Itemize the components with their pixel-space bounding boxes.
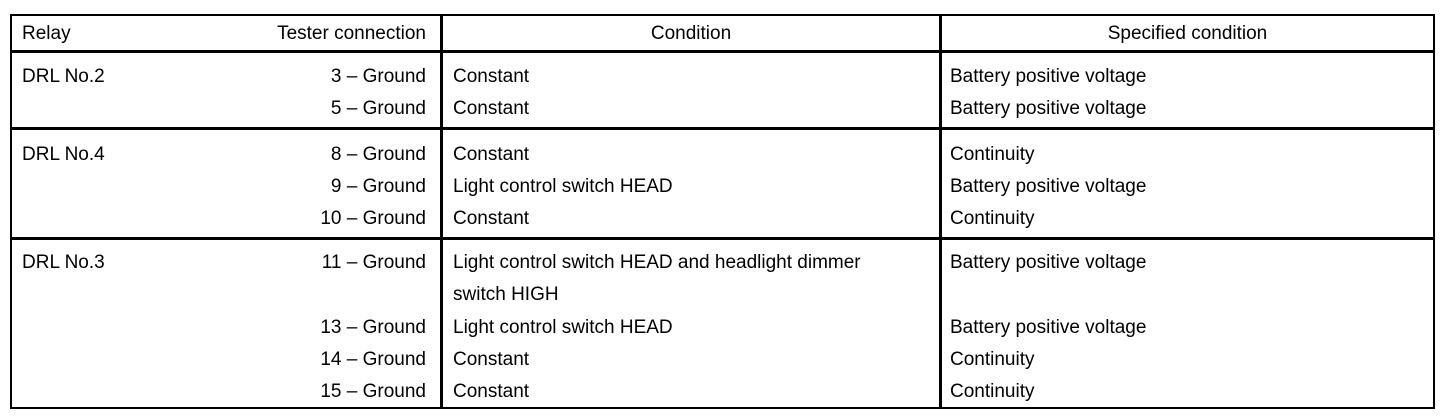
condition-cell: Constant bbox=[453, 208, 530, 229]
tester-connection-cell: 8 – Ground bbox=[330, 144, 426, 165]
header-relay: Relay bbox=[22, 23, 71, 44]
tester-connection-cell: 3 – Ground bbox=[330, 66, 426, 87]
condition-cell: Light control switch HEAD bbox=[453, 317, 673, 338]
column-divider bbox=[440, 16, 443, 407]
tester-connection-cell: 15 – Ground bbox=[320, 381, 426, 402]
condition-cell: Constant bbox=[453, 349, 530, 370]
relay-inspection-table: Relay Tester connection Condition Specif… bbox=[10, 14, 1435, 409]
specified-condition-cell: Battery positive voltage bbox=[950, 98, 1147, 119]
header-tester-connection: Tester connection bbox=[277, 23, 426, 44]
specified-condition-cell: Continuity bbox=[950, 381, 1035, 402]
column-divider bbox=[939, 16, 942, 407]
specified-condition-cell: Battery positive voltage bbox=[950, 176, 1147, 197]
condition-cell: Light control switch HEAD bbox=[453, 176, 673, 197]
header-condition: Condition bbox=[650, 23, 732, 44]
tester-connection-cell: 13 – Ground bbox=[320, 317, 426, 338]
condition-cell: Constant bbox=[453, 66, 530, 87]
condition-cell-continuation: switch HIGH bbox=[453, 284, 559, 305]
group-divider bbox=[12, 127, 1433, 130]
specified-condition-cell: Continuity bbox=[950, 208, 1035, 229]
tester-connection-cell: 10 – Ground bbox=[320, 208, 426, 229]
specified-condition-cell: Battery positive voltage bbox=[950, 66, 1147, 87]
header-divider bbox=[12, 50, 1433, 53]
condition-cell: Constant bbox=[453, 381, 530, 402]
specified-condition-cell: Battery positive voltage bbox=[950, 317, 1147, 338]
specified-condition-cell: Battery positive voltage bbox=[950, 252, 1147, 273]
condition-cell: Constant bbox=[453, 98, 530, 119]
tester-connection-cell: 5 – Ground bbox=[330, 98, 426, 119]
relay-name: DRL No.4 bbox=[22, 144, 105, 165]
group-divider bbox=[12, 237, 1433, 240]
tester-connection-cell: 14 – Ground bbox=[320, 349, 426, 370]
header-specified-condition: Specified condition bbox=[1107, 23, 1268, 44]
condition-cell: Constant bbox=[453, 144, 530, 165]
condition-cell: Light control switch HEAD and headlight … bbox=[453, 252, 861, 273]
relay-name: DRL No.3 bbox=[22, 252, 105, 273]
tester-connection-cell: 9 – Ground bbox=[330, 176, 426, 197]
tester-connection-cell: 11 – Ground bbox=[321, 252, 426, 273]
relay-name: DRL No.2 bbox=[22, 66, 105, 87]
specified-condition-cell: Continuity bbox=[950, 349, 1035, 370]
specified-condition-cell: Continuity bbox=[950, 144, 1035, 165]
